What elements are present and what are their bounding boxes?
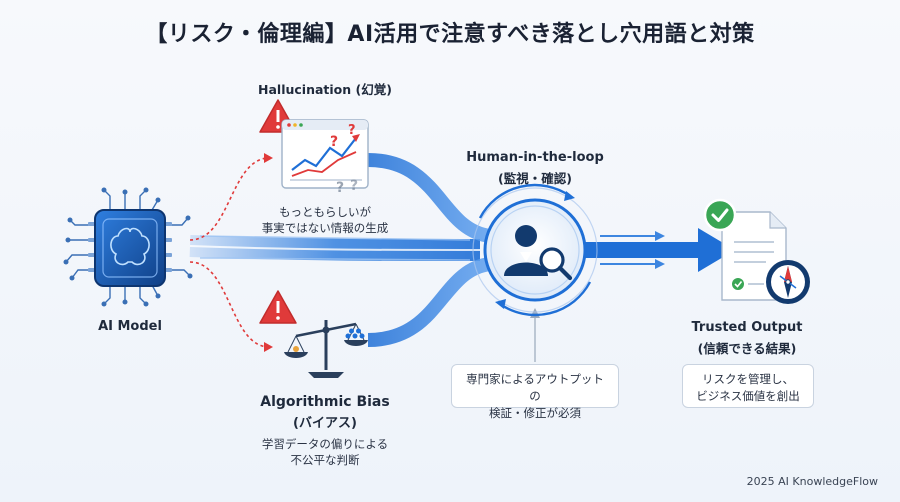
- question-mark: ?: [348, 123, 356, 138]
- human-loop-note-line2: 検証・修正が必須: [489, 406, 581, 420]
- human-loop-title: Human-in-the-loop: [466, 150, 604, 165]
- question-mark: ?: [350, 178, 358, 194]
- human-loop-note: 専門家によるアウトプットの 検証・修正が必須: [451, 364, 619, 420]
- trusted-note-line2: ビジネス価値を創出: [696, 389, 800, 403]
- compass-icon: [766, 260, 810, 304]
- page-title: 【リスク・倫理編】AI活用で注意すべき落とし穴用語と対策: [145, 22, 755, 47]
- scale-icon: [284, 320, 368, 378]
- bias-desc-line2: 不公平な判断: [290, 453, 360, 467]
- bias-subtitle: (バイアス): [293, 416, 357, 431]
- footer-credit: 2025 AI KnowledgeFlow: [746, 475, 878, 488]
- warning-icon: [259, 290, 297, 324]
- trusted-subtitle: (信頼できる結果): [697, 341, 797, 356]
- hallucination-title: Hallucination (幻覚): [258, 82, 392, 97]
- person-magnifier-icon: [472, 183, 598, 317]
- trusted-title: Trusted Output: [691, 320, 803, 335]
- trusted-note-line1: リスクを管理し、: [702, 372, 794, 386]
- chart-icon: [281, 119, 369, 189]
- chip-icon: [63, 187, 193, 307]
- bias-desc-line1: 学習データの偏りによる: [261, 437, 389, 451]
- ai-model-label: AI Model: [98, 319, 162, 334]
- check-icon: [703, 198, 737, 232]
- hallucination-desc-line1: もっともらしいが: [279, 205, 371, 219]
- bias-title: Algorithmic Bias: [260, 394, 390, 410]
- trusted-note: リスクを管理し、 ビジネス価値を創出: [682, 364, 814, 408]
- question-mark: ?: [330, 134, 338, 150]
- human-loop-note-line1: 専門家によるアウトプットの: [466, 372, 604, 403]
- question-mark: ?: [336, 180, 344, 196]
- human-loop-subtitle: (監視・確認): [498, 171, 572, 186]
- hallucination-desc-line2: 事実ではない情報の生成: [261, 221, 389, 235]
